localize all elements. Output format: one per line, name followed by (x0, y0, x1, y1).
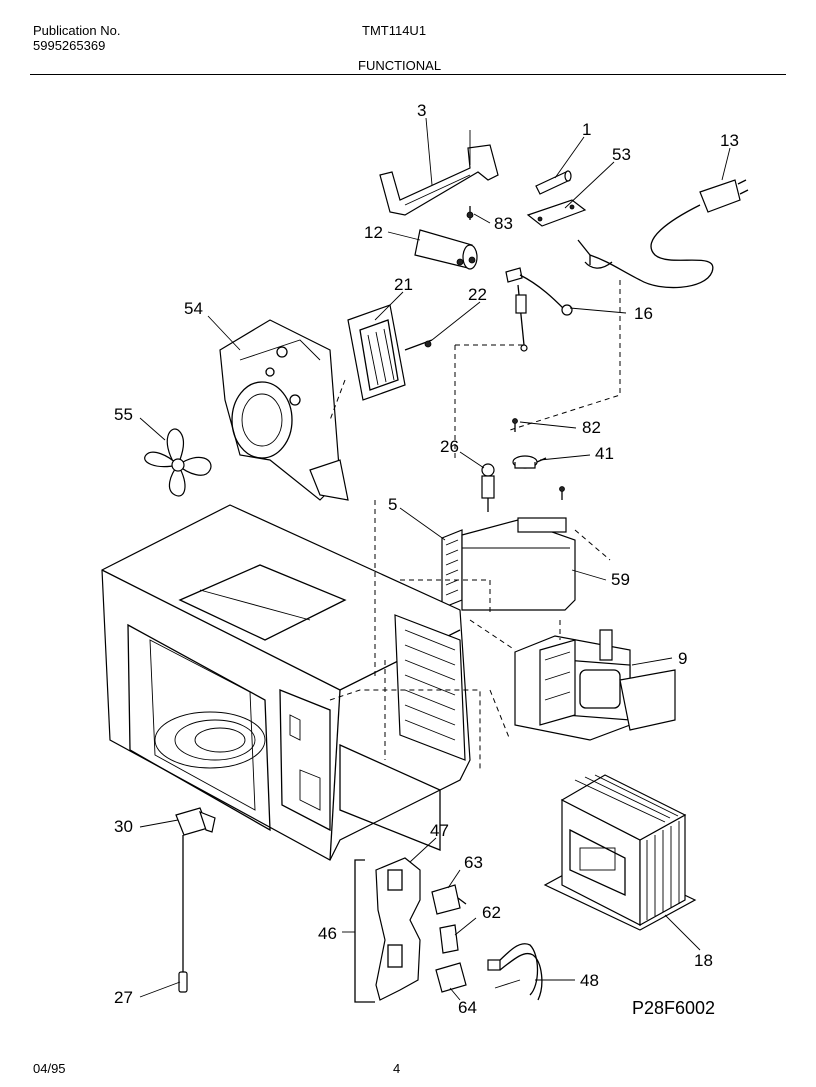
callout-26: 26 (440, 437, 459, 456)
footer-date: 04/95 (33, 1061, 66, 1076)
callout-18: 18 (694, 951, 713, 970)
part-transformer-18 (543, 774, 697, 931)
callout-leaders (139, 117, 731, 1003)
callout-47: 47 (430, 821, 449, 840)
callout-54: 54 (184, 299, 203, 318)
part-screw-59a (559, 486, 565, 500)
callout-labels: 3 1 53 13 12 83 16 21 22 54 55 82 26 41 … (114, 101, 739, 1017)
part-screw-82 (512, 418, 518, 432)
part-choke-5 (441, 529, 463, 609)
part-fan-housing-54 (219, 319, 349, 501)
part-bracket-59 (461, 517, 576, 611)
header-rule (30, 74, 786, 75)
callout-16: 16 (634, 304, 653, 323)
part-bracket-3 (379, 130, 499, 216)
callout-59: 59 (611, 570, 630, 589)
publication-label: Publication No. (33, 23, 121, 38)
callout-46: 46 (318, 924, 337, 943)
figure-code: P28F6002 (632, 998, 715, 1018)
part-wire-16 (505, 267, 573, 352)
callout-63: 63 (464, 853, 483, 872)
part-screw-83 (466, 206, 474, 220)
part-thermal-cutout-41 (512, 455, 547, 469)
callout-3: 3 (417, 101, 426, 120)
section-title: FUNCTIONAL (358, 58, 442, 73)
callout-27: 27 (114, 988, 133, 1007)
callout-9: 9 (678, 649, 687, 668)
callout-22: 22 (468, 285, 487, 304)
callout-41: 41 (595, 444, 614, 463)
part-screw-22 (424, 340, 432, 348)
publication-number: 5995265369 (33, 38, 106, 53)
footer-page-number: 4 (393, 1061, 401, 1076)
part-switch-63 (431, 884, 467, 915)
part-magnetron-9 (514, 629, 676, 741)
callout-55: 55 (114, 405, 133, 424)
callout-82: 82 (582, 418, 601, 437)
callout-83: 83 (494, 214, 513, 233)
callout-62: 62 (482, 903, 501, 922)
part-diode-26 (481, 463, 495, 512)
callout-30: 30 (114, 817, 133, 836)
part-switch-62 (439, 924, 459, 954)
oven-cabinet (101, 504, 471, 861)
callout-12: 12 (364, 223, 383, 242)
part-fuse-holder-53 (526, 199, 587, 227)
part-turntable-motor-30 (175, 807, 216, 975)
part-power-cord-13 (577, 179, 749, 289)
callout-64: 64 (458, 998, 477, 1017)
callout-48: 48 (580, 971, 599, 990)
callout-1: 1 (582, 120, 591, 139)
part-wire-48 (487, 943, 543, 1001)
callout-21: 21 (394, 275, 413, 294)
model-number: TMT114U1 (362, 23, 427, 38)
part-fan-motor-21 (347, 304, 433, 401)
assembly-dashed-lines (329, 280, 621, 770)
part-fuse-1 (535, 170, 572, 195)
part-coupler-27 (178, 971, 188, 993)
callout-53: 53 (612, 145, 631, 164)
callout-5: 5 (388, 495, 397, 514)
part-switch-64 (435, 962, 467, 993)
vent-holes (404, 629, 456, 741)
part-fan-blade-55 (144, 428, 212, 497)
part-capacitor-12 (414, 229, 478, 270)
callout-13: 13 (720, 131, 739, 150)
part-interlock-bracket-47 (375, 857, 421, 1001)
